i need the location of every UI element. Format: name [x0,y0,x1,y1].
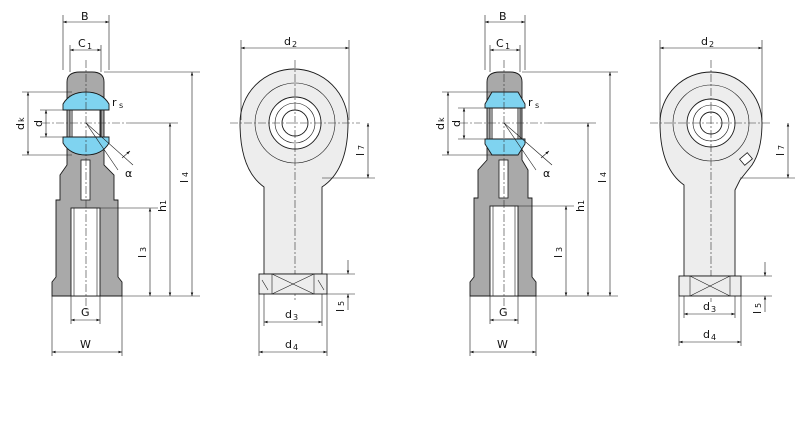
label-G-a: G [81,306,90,319]
label-l5-a: l [334,309,347,312]
side-view-a: B C 1 d k d r s α l 4 h 1 l [14,10,200,356]
label-dk-sub-a: k [17,117,26,122]
label-d3-b: d [703,300,710,313]
label-l4-sub-b: 4 [599,172,608,177]
label-l5-b: l [751,311,764,314]
label-l3-a: l [136,255,149,258]
label-rs-sub-b: s [535,101,539,110]
label-C1-sub-b: 1 [505,42,510,51]
label-l7-sub-b: 7 [777,145,786,150]
label-d2-sub-a: 2 [292,40,297,49]
label-l5-sub-b: 5 [754,303,763,308]
side-view-b: B C 1 d k d r s α l 4 h 1 l 3 G [434,10,618,356]
label-h1-a: h [156,205,169,212]
label-l3-sub-a: 3 [139,247,148,252]
label-C1-sub-a: 1 [87,42,92,51]
label-rs-sub-a: s [119,101,123,110]
label-W-a: W [80,338,91,351]
label-l7-sub-a: 7 [357,145,366,150]
label-B-b: B [499,10,507,23]
label-l7-b: l [774,153,787,156]
label-W-b: W [497,338,508,351]
label-d4-sub-b: 4 [711,333,716,342]
front-view-a: d 2 l 7 l 5 d 3 d 4 [230,35,375,356]
label-G-b: G [499,306,508,319]
label-dk-sub-b: k [437,117,446,122]
bearing-liner-bottom-b [484,138,526,156]
label-C1-b: C [496,37,504,50]
grease-nipple-b [739,152,753,166]
label-alpha-a: α [125,167,132,180]
label-h1-sub-b: 1 [577,200,586,205]
label-rs-a: r [112,96,117,109]
label-d3-sub-a: 3 [293,313,298,322]
label-l3-sub-b: 3 [555,247,564,252]
label-d3-a: d [285,308,292,321]
label-d4-a: d [285,338,292,351]
label-d4-b: d [703,328,710,341]
label-l5-sub-a: 5 [337,301,346,306]
label-l4-a: l [178,180,191,183]
label-alpha-b: α [543,167,550,180]
label-C1-a: C [78,37,86,50]
label-d-a: d [32,120,45,127]
bearing-liner-top-b [484,91,526,109]
lube-bore-a [80,159,91,201]
label-dk-b: d [434,123,447,130]
label-d3-sub-b: 3 [711,305,716,314]
label-h1-sub-a: 1 [159,200,168,205]
label-d-b: d [450,120,463,127]
label-dk-a: d [14,123,27,130]
front-view-b: d 2 l 7 l 5 d 3 d 4 [650,35,795,346]
threaded-bore-a [70,207,101,297]
label-l3-b: l [552,255,565,258]
label-d2-b: d [701,35,708,48]
label-d2-a: d [284,35,291,48]
label-l4-b: l [596,180,609,183]
bearing-liner-top-a [62,91,110,111]
label-d2-sub-b: 2 [709,40,714,49]
label-h1-b: h [574,205,587,212]
label-B-a: B [81,10,89,23]
label-rs-b: r [528,96,533,109]
lube-bore-b [498,159,509,199]
label-l7-a: l [354,153,367,156]
label-l4-sub-a: 4 [181,172,190,177]
label-d4-sub-a: 4 [293,343,298,352]
